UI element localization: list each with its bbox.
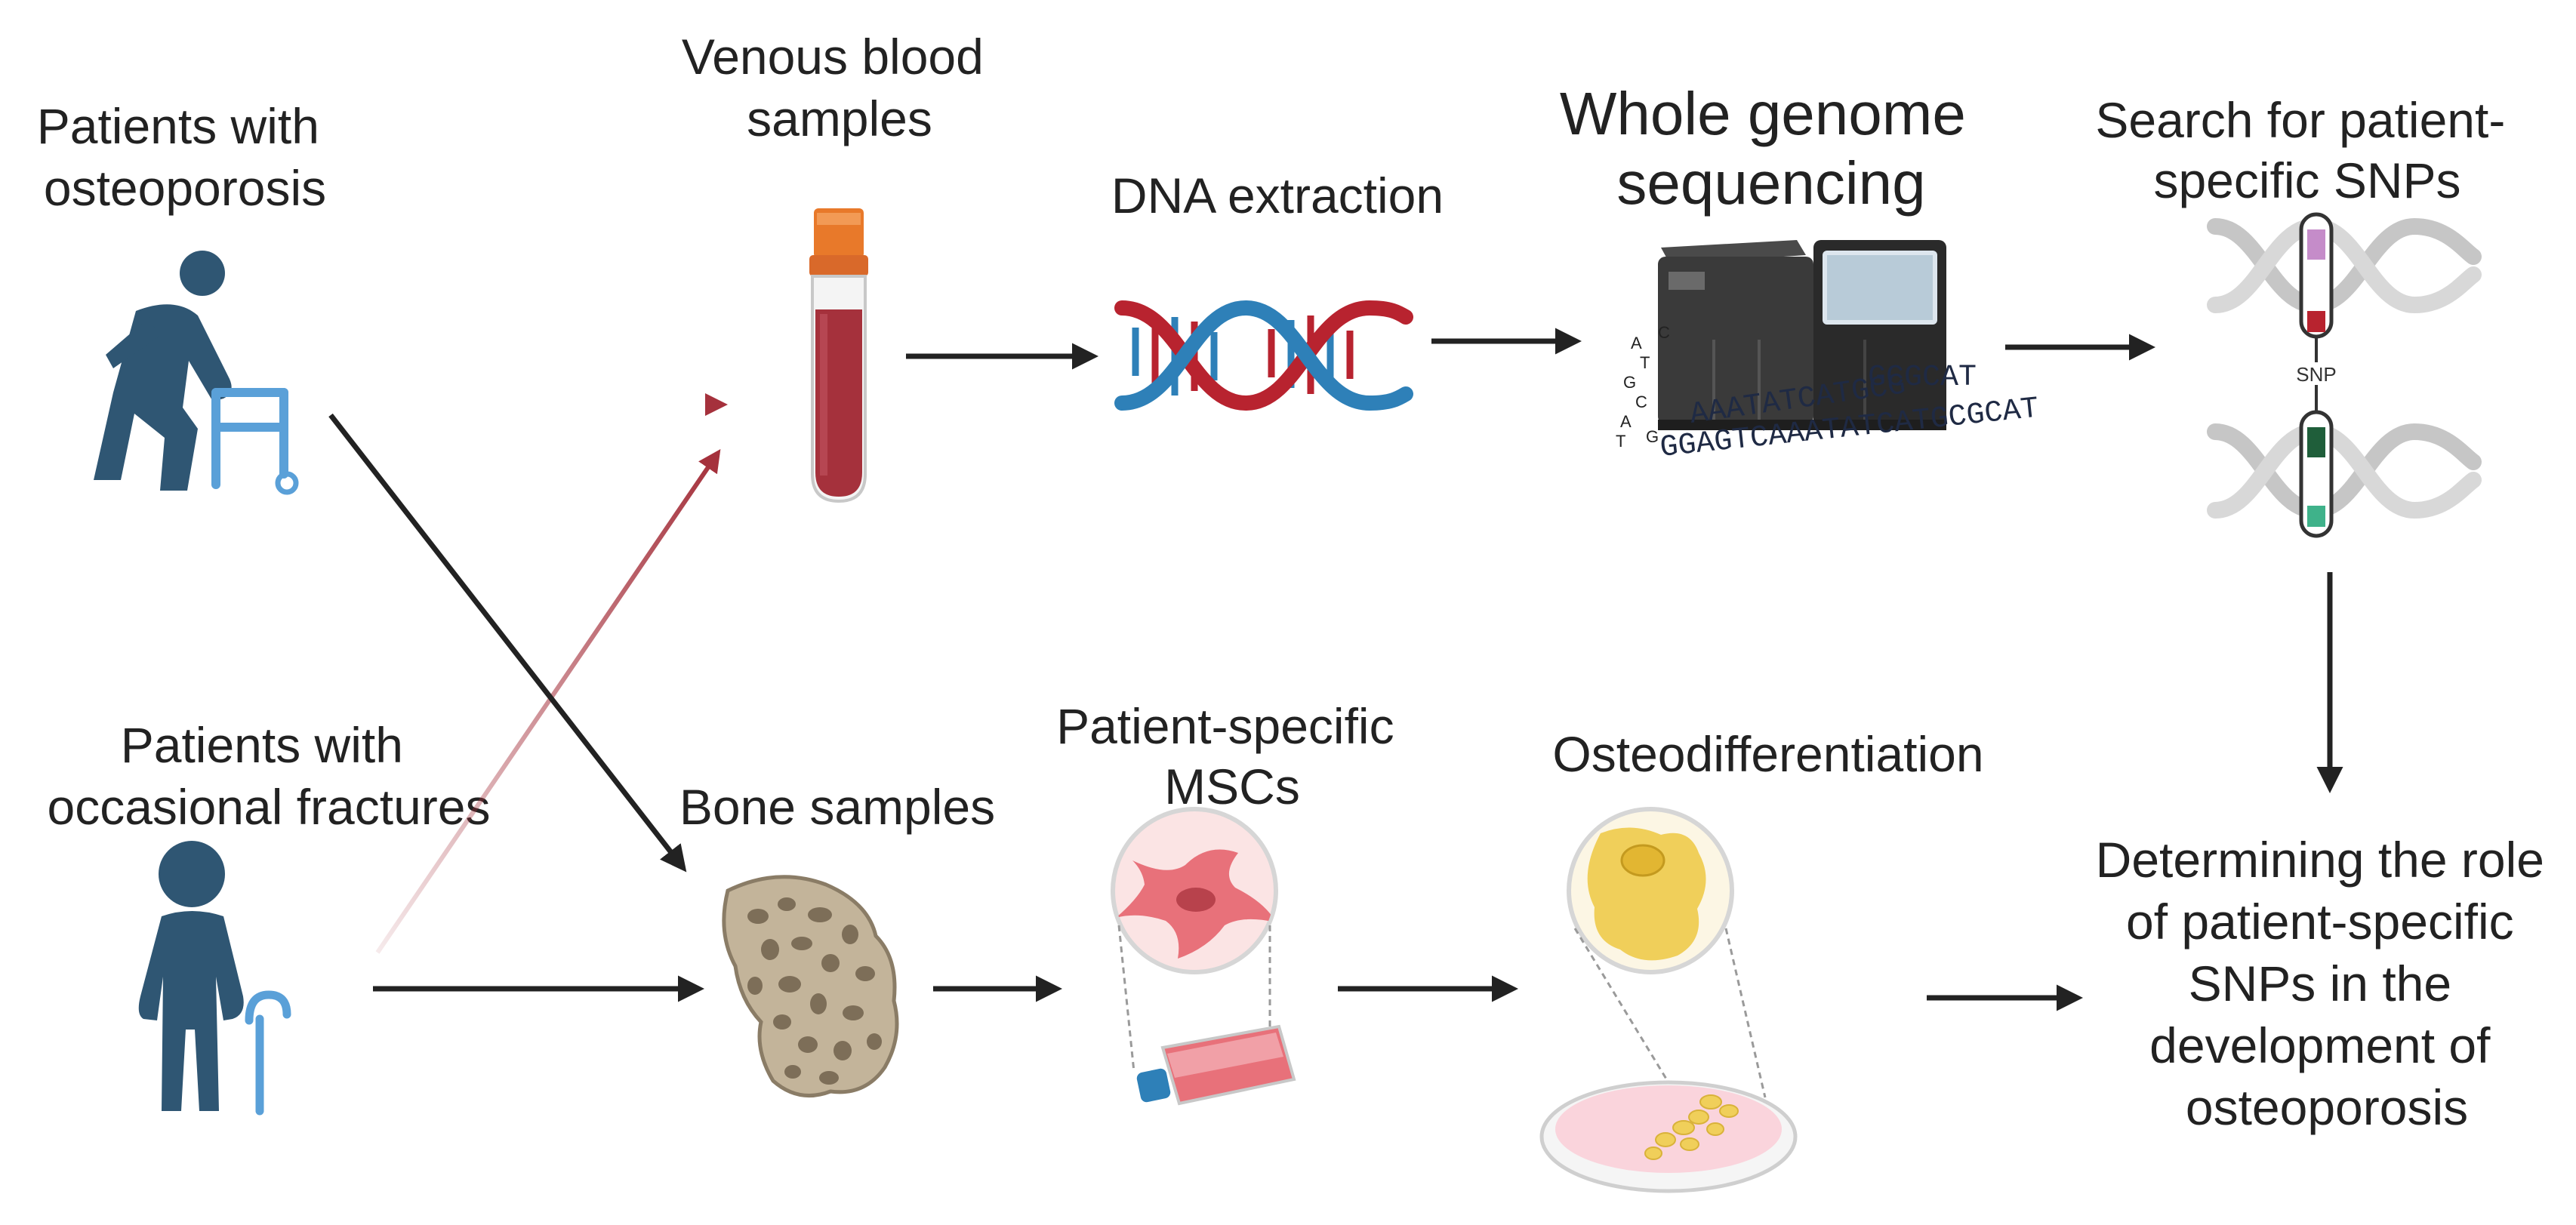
bone-samples-label: Bone samples [679, 779, 995, 835]
osteoporosis-patients-label: Patients with osteoporosis [37, 98, 334, 216]
svg-text:C: C [1658, 323, 1670, 342]
osteoblast-cell-icon [1567, 807, 1734, 974]
svg-text:G: G [1623, 373, 1636, 392]
svg-text:T: T [1640, 353, 1650, 372]
osteodifferentiation-label: Osteodifferentiation [1552, 726, 1983, 782]
svg-text:C: C [1635, 392, 1647, 411]
patient-with-cane-icon [138, 841, 291, 1116]
svg-text:A: A [1620, 412, 1632, 431]
msc-cell-icon [1111, 807, 1278, 974]
fracture-patients-label: Patients with occasional fractures [48, 717, 491, 835]
svg-text:G: G [1646, 427, 1659, 446]
petri-dish-icon [1539, 928, 1798, 1193]
sequencer-icon: GCGCAT AAATATCATGCG GGAGTCAAATATCATGCGCA… [1616, 240, 2041, 466]
arrow-fracture-to-blood [375, 449, 721, 954]
culture-flask-icon [1117, 925, 1296, 1106]
msc-label: Patient-specific MSCs [1056, 698, 1408, 814]
dna-helix-icon [1114, 300, 1413, 411]
wgs-label: Whole genome sequencing [1560, 80, 1983, 217]
svg-text:A: A [1631, 334, 1642, 352]
snp-marker-label: SNP [2296, 363, 2336, 386]
patient-with-walker-icon [94, 251, 299, 495]
dna-extraction-label: DNA extraction [1111, 168, 1444, 223]
snp-search-label: Search for patient- specific SNPs [2095, 92, 2519, 208]
sequence-read-1: GCGCAT [1868, 361, 1977, 395]
svg-text:T: T [1616, 432, 1625, 451]
bone-sample-icon [722, 875, 899, 1097]
venous-blood-label: Venous blood samples [682, 29, 997, 146]
arrow-osteo-to-bone [328, 413, 687, 873]
result-label: Determining the role of patient-specific… [2096, 832, 2559, 1135]
blood-tube-icon [809, 208, 868, 503]
snp-comparison-icon: SNP [2207, 212, 2482, 538]
